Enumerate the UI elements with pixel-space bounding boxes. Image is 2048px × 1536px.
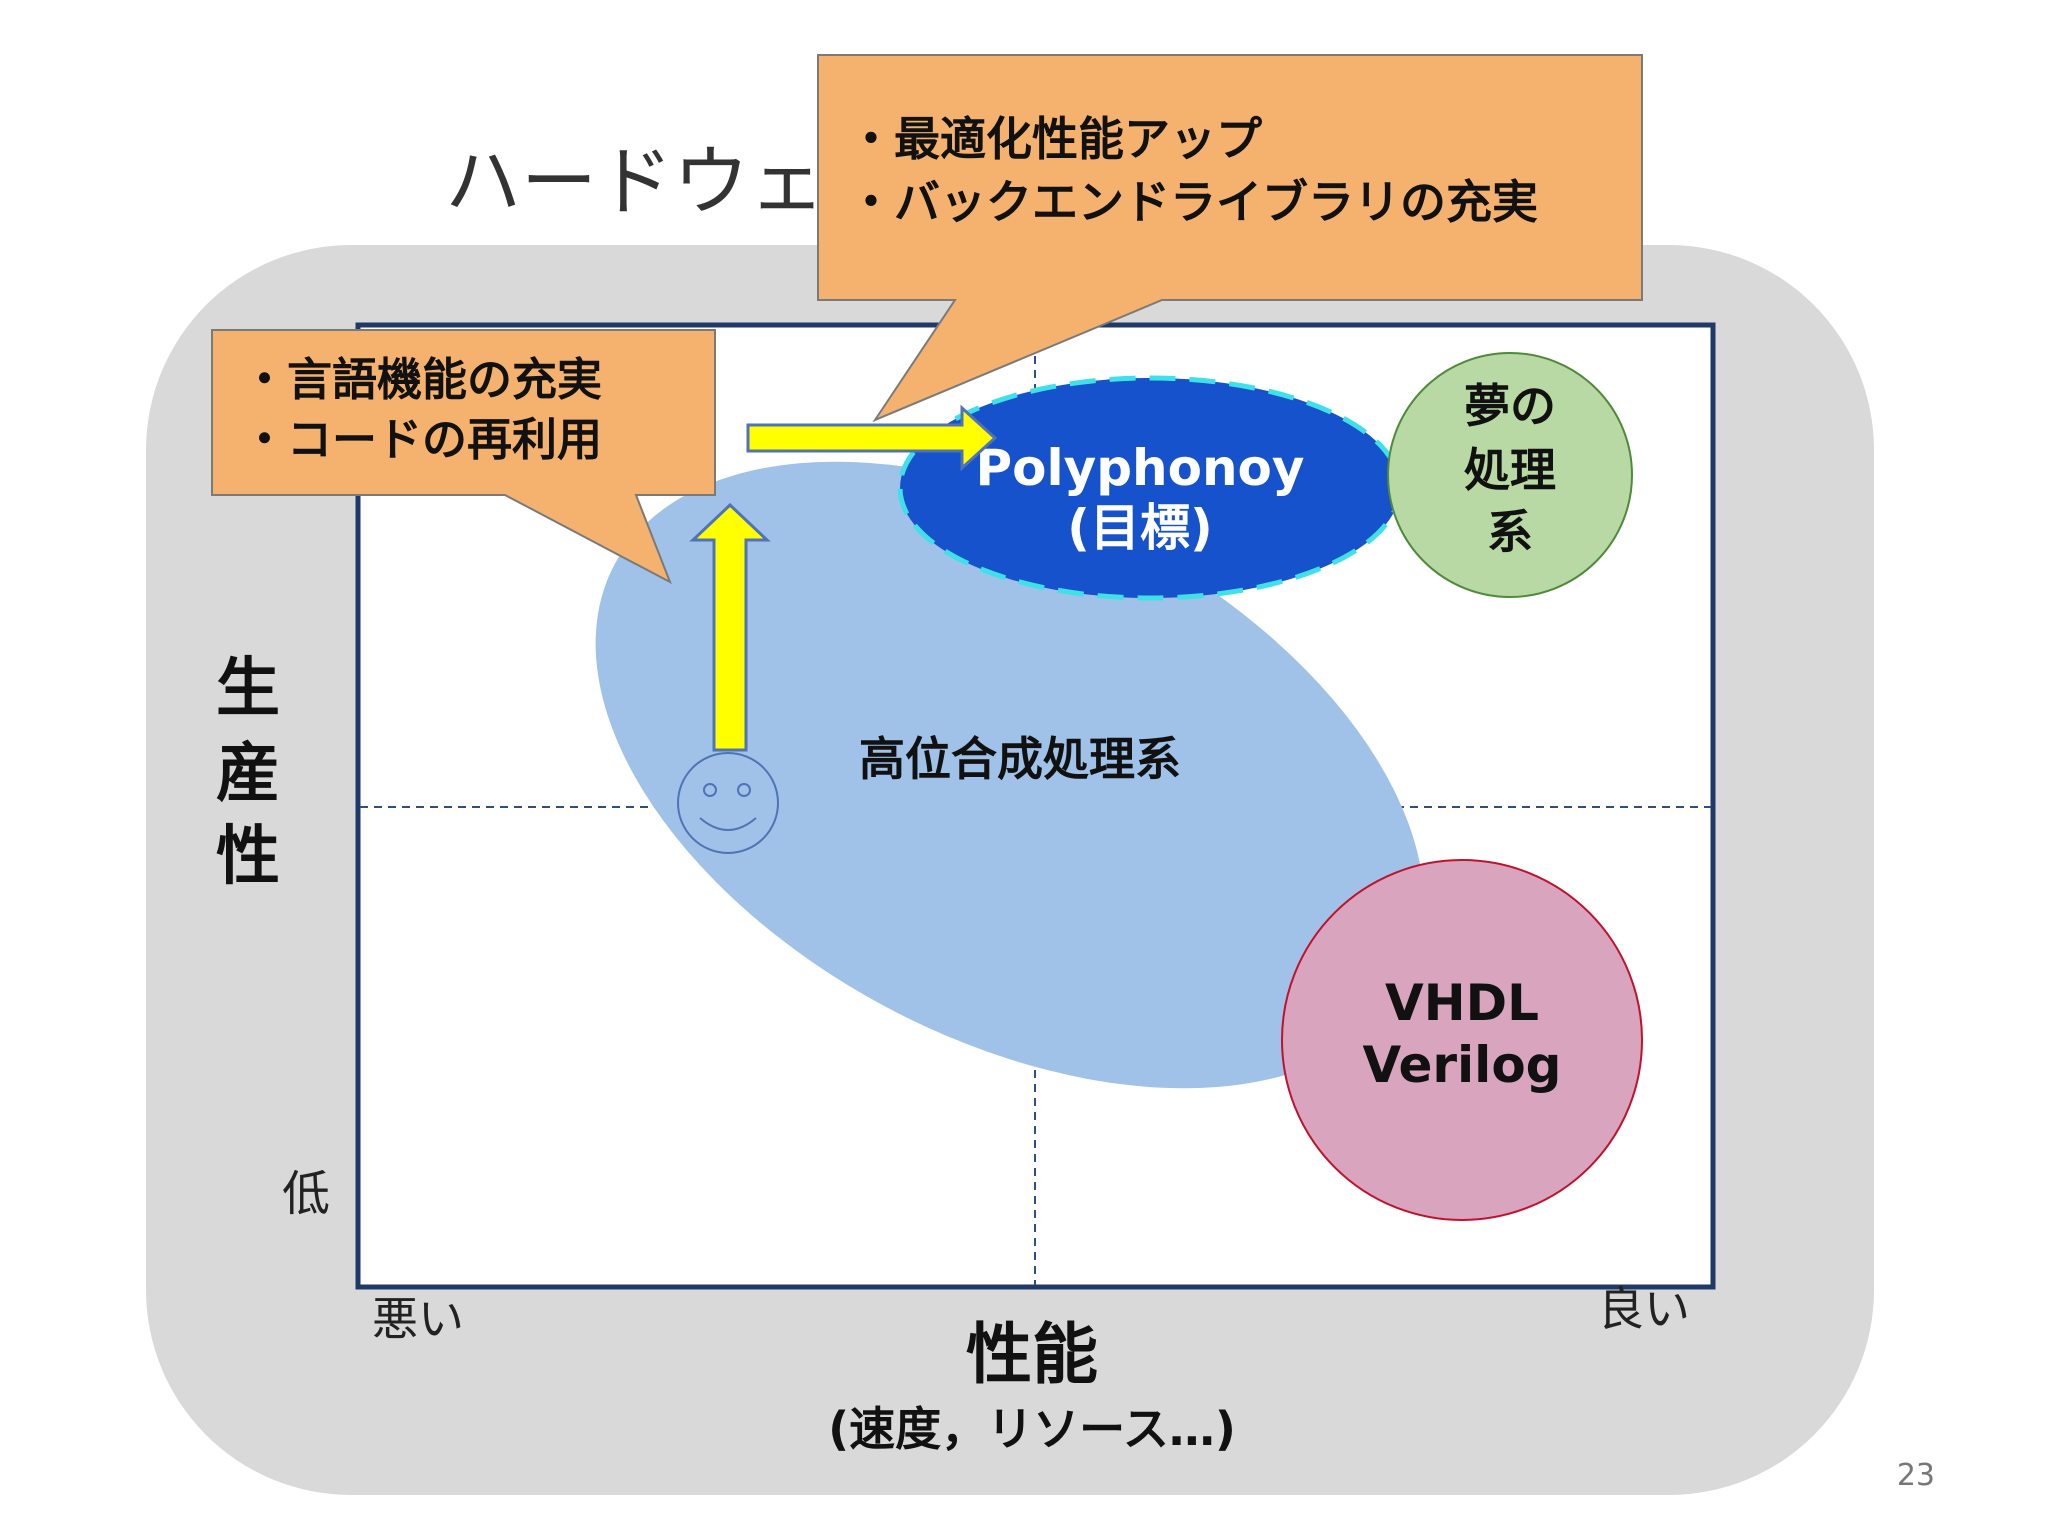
callout-left-line-2: ・コードの再利用 [242,413,602,466]
right-arrow [746,404,998,472]
up-arrow [689,502,771,752]
page-number: 23 [1897,1458,1935,1493]
verilog-label: Verilog [1363,1036,1562,1094]
callout-language-features: ・言語機能の充実 ・コードの再利用 [211,329,716,585]
y-axis-label-1: 生 [216,652,280,726]
x-axis-sublabel: (速度，リソース…) [828,1402,1236,1456]
polyphonoy-sublabel: (目標) [1067,499,1213,557]
smiley-icon [677,752,779,854]
hls-label: 高位合成処理系 [859,732,1181,786]
dream-region [1387,352,1633,598]
dream-label-1: 夢の [1464,379,1556,433]
callout-top-line-1: ・最適化性能アップ [848,112,1262,166]
dream-label-3: 系 [1487,505,1533,559]
polyphonoy-label: Polyphonoy [975,439,1304,497]
callout-top-line-2: ・バックエンドライブラリの充実 [848,175,1538,229]
x-axis-high: 良い [1598,1282,1690,1336]
y-axis-label-2: 産 [216,737,280,811]
y-axis-low: 低 [282,1166,330,1222]
callout-left-line-1: ・言語機能の充実 [242,353,602,406]
callout-optimization: ・最適化性能アップ ・バックエンドライブラリの充実 [817,54,1643,423]
hls-region [595,461,1425,1089]
vhdl-region [1281,859,1643,1221]
vhdl-label: VHDL [1385,974,1539,1032]
y-axis-label-3: 性 [216,820,280,894]
x-axis-label: 性能 [966,1316,1098,1393]
x-axis-low: 悪い [372,1292,464,1346]
dream-label-2: 処理 [1464,443,1556,497]
